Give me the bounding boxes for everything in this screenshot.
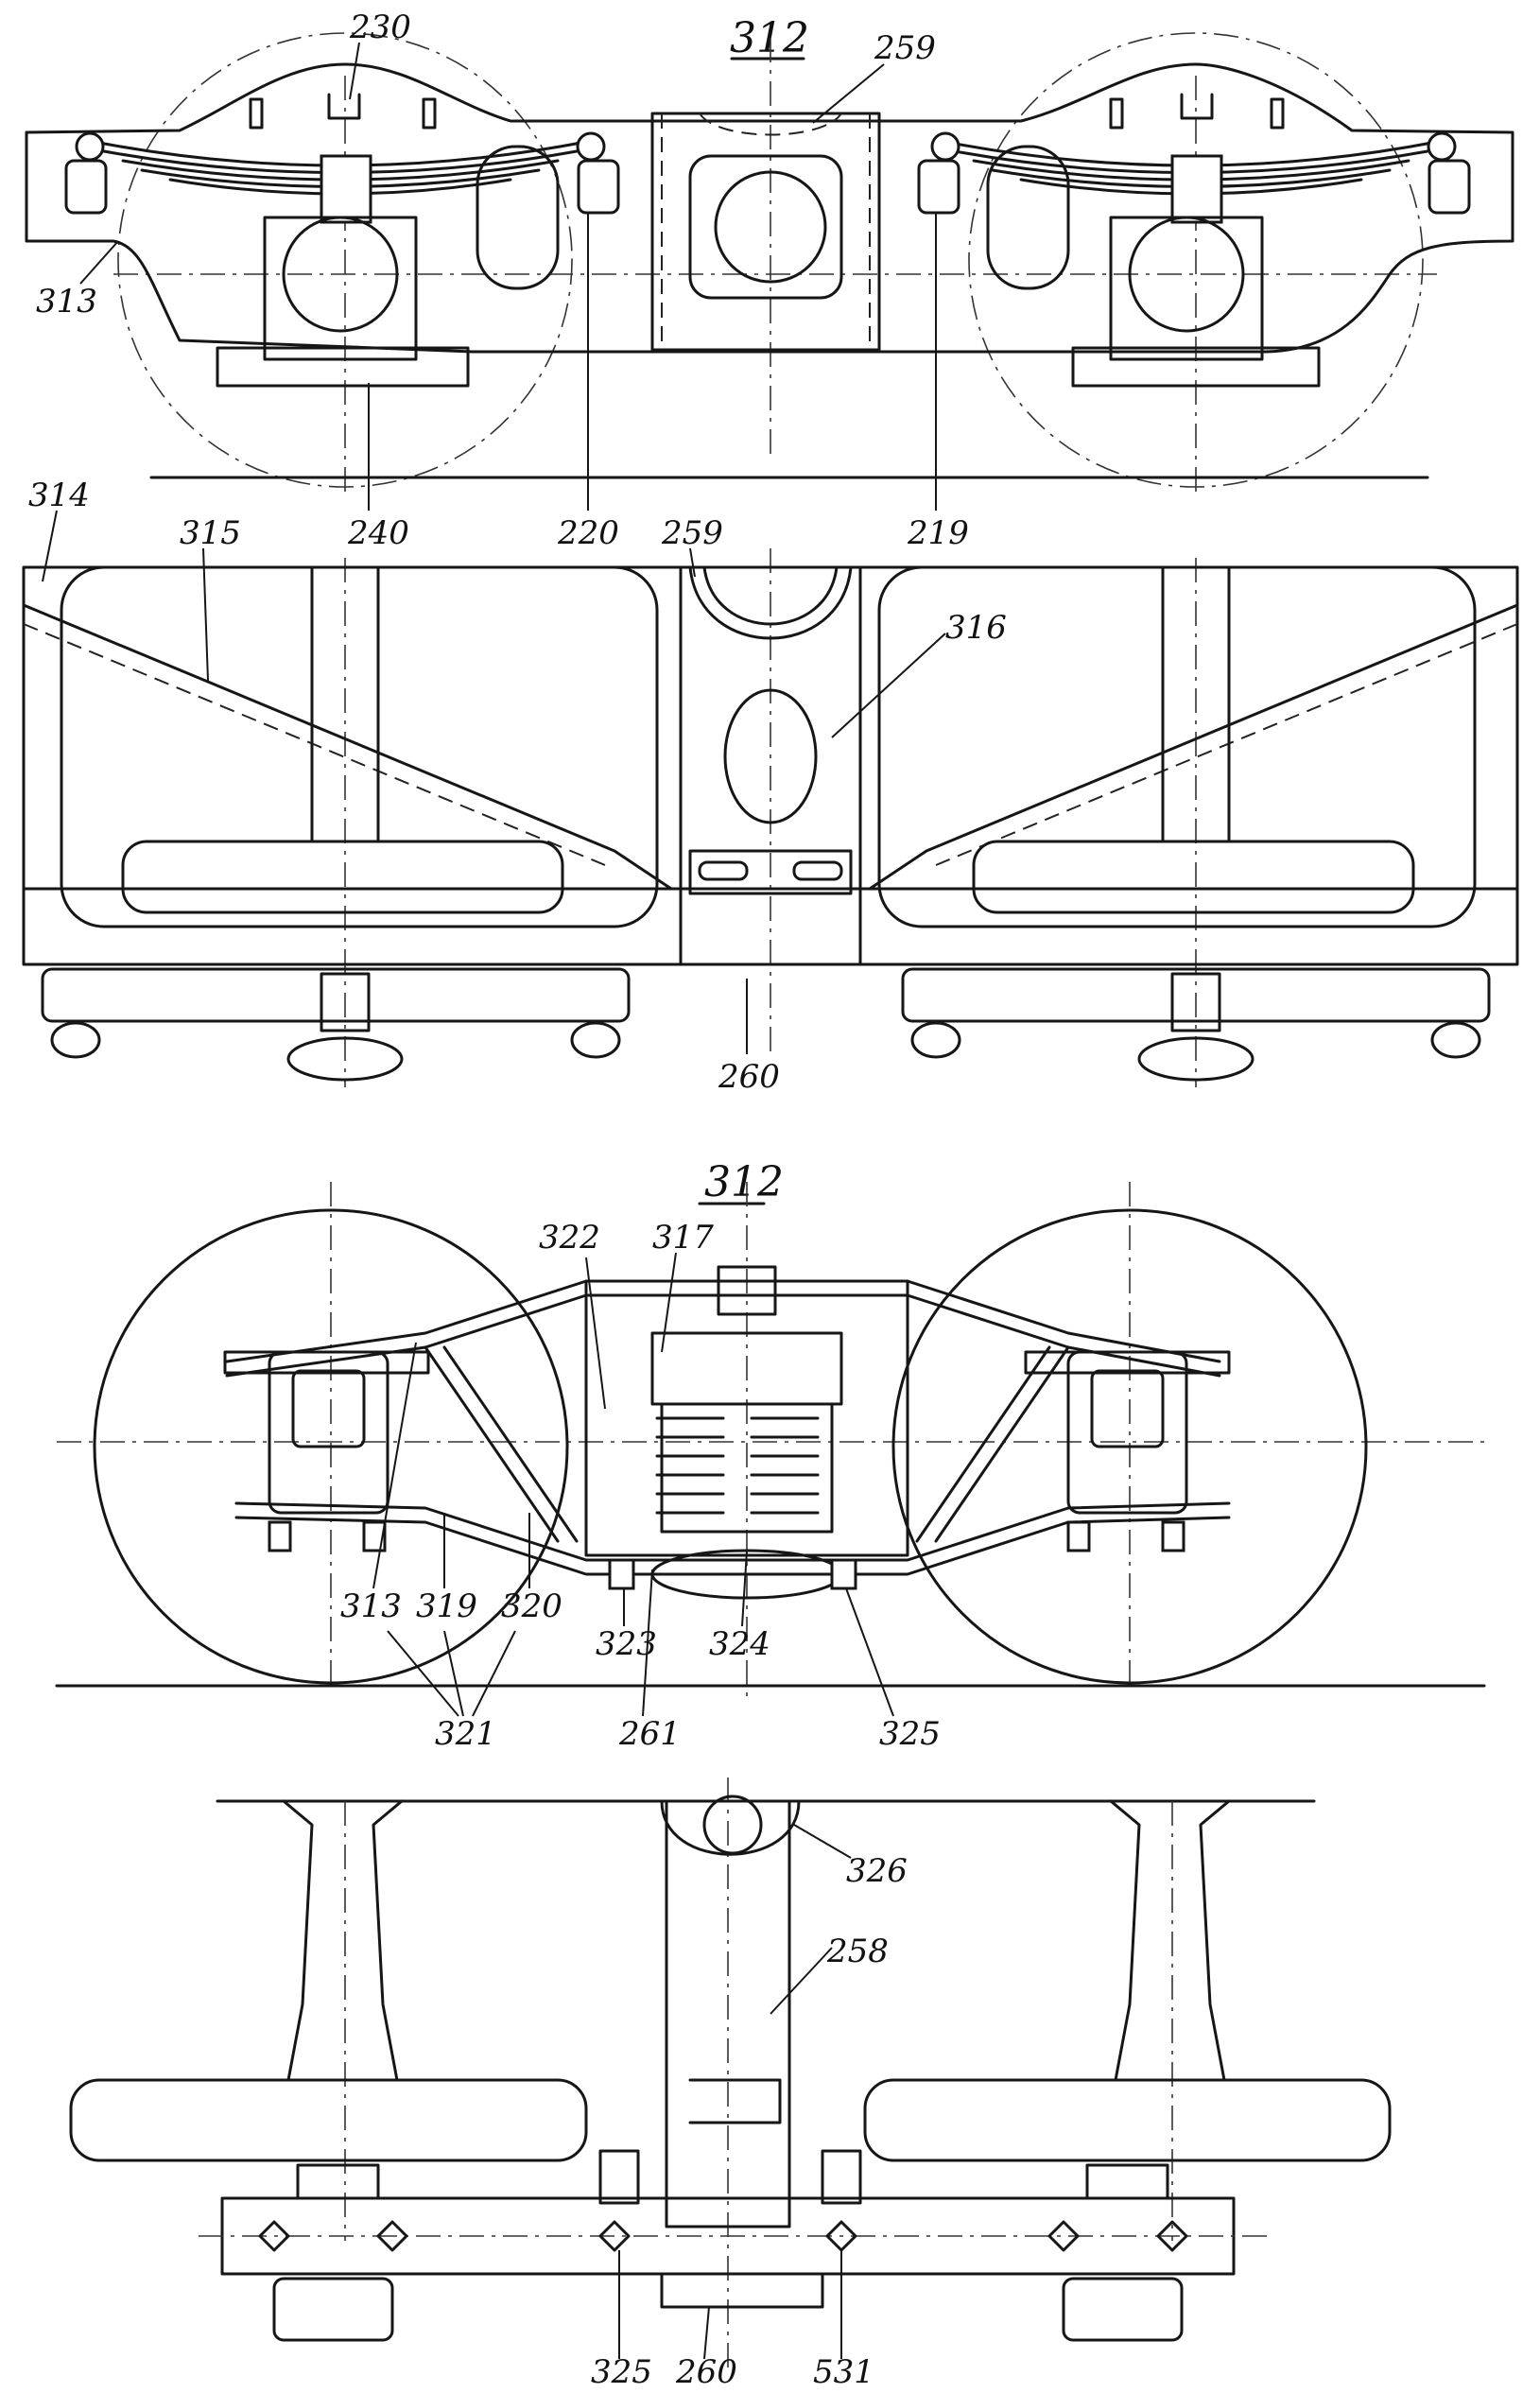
leaf-spring-left xyxy=(64,131,620,224)
coil-springs xyxy=(655,1416,820,1515)
plan-view-top: 314 315 259 316 260 xyxy=(22,477,1519,1096)
callout-325: 325 xyxy=(879,1715,941,1753)
side-elevation-bottom-view: 312 xyxy=(55,1158,1486,1753)
callout-316: 316 xyxy=(945,609,1007,647)
leaf-spring-right xyxy=(917,131,1471,224)
callout-230: 230 xyxy=(349,9,411,46)
side-elevation-top-view: 312 xyxy=(25,9,1514,552)
callout-258: 258 xyxy=(826,1933,889,1970)
callout-260-plan: 260 xyxy=(675,2353,737,2391)
callout-240: 240 xyxy=(347,514,409,552)
callout-317: 317 xyxy=(652,1219,714,1257)
callout-219: 219 xyxy=(907,514,969,552)
callout-324: 324 xyxy=(709,1625,770,1663)
callout-326: 326 xyxy=(846,1852,908,1890)
view-title-top: 312 xyxy=(730,14,809,62)
callout-313: 313 xyxy=(36,283,97,321)
callout-261: 261 xyxy=(618,1715,681,1753)
callout-322: 322 xyxy=(539,1219,600,1257)
view-title-bottom: 312 xyxy=(704,1158,784,1206)
callout-314: 314 xyxy=(28,477,90,514)
plan-view-bottom: 326 258 325 260 531 xyxy=(69,1777,1392,2391)
callout-531: 531 xyxy=(813,2353,874,2391)
callout-259-plan: 259 xyxy=(661,514,723,552)
callout-325-plan: 325 xyxy=(591,2353,652,2391)
callout-320: 320 xyxy=(501,1587,562,1625)
callout-313-lower: 313 xyxy=(340,1587,402,1625)
callout-220: 220 xyxy=(557,514,619,552)
callout-321: 321 xyxy=(435,1715,496,1753)
callout-260: 260 xyxy=(718,1058,780,1096)
callout-259: 259 xyxy=(874,29,936,67)
callout-319: 319 xyxy=(416,1587,477,1625)
callout-315: 315 xyxy=(180,514,241,552)
